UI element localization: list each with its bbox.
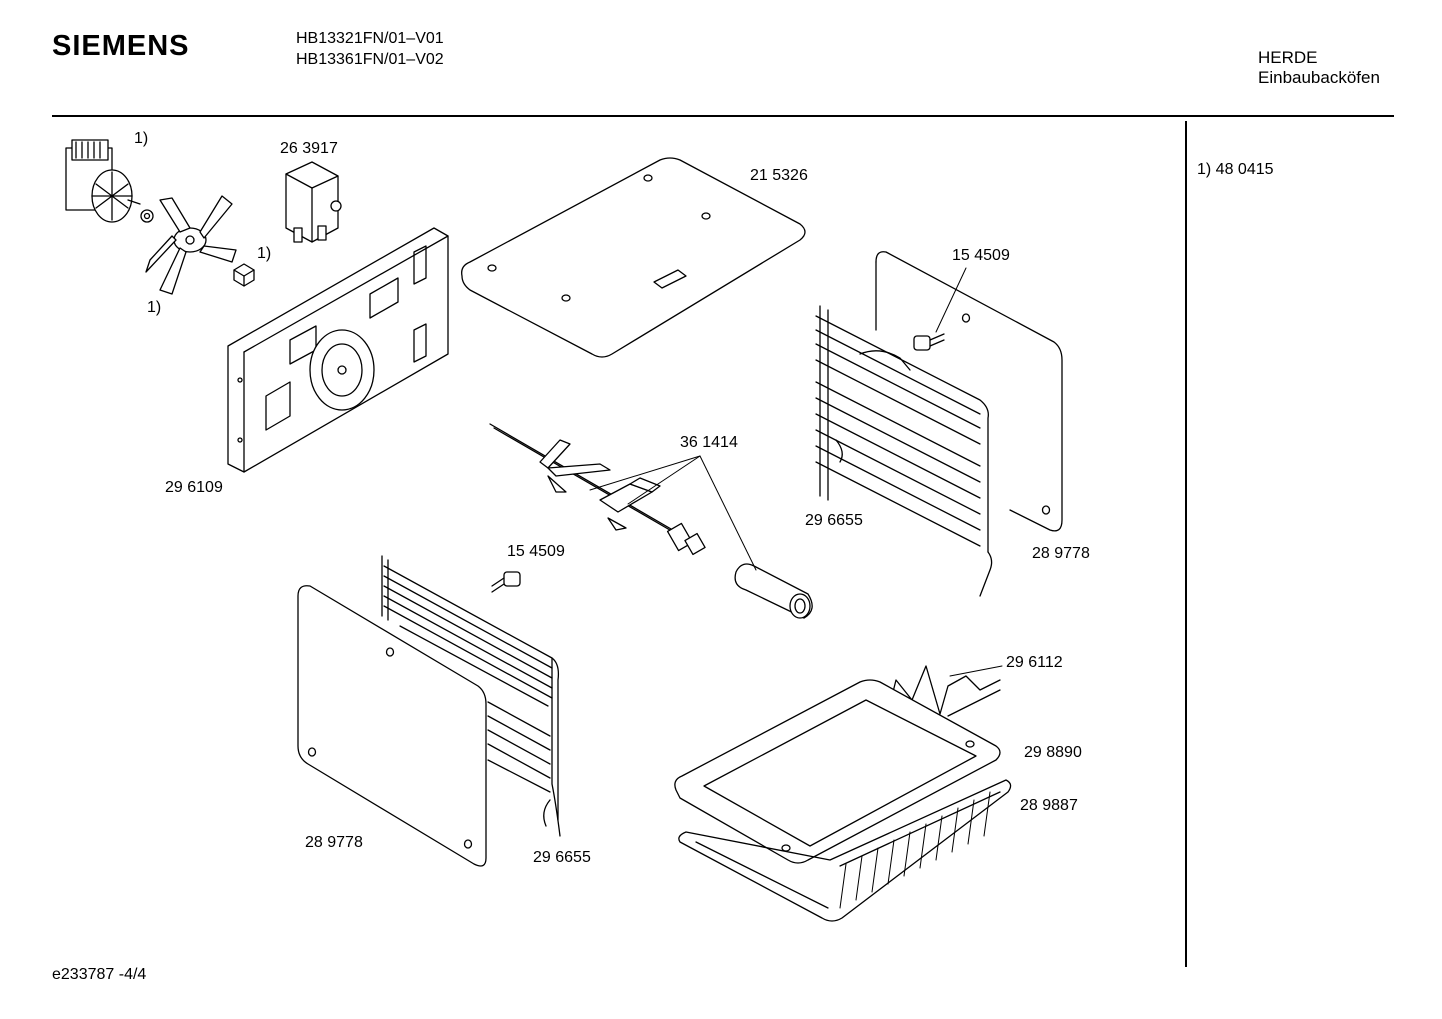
callout-154509-right: 15 4509 — [952, 247, 1010, 264]
nut-part — [234, 264, 254, 286]
screw-right-part — [914, 334, 944, 350]
screw-left-part — [492, 572, 520, 592]
callout-289778-right: 28 9778 — [1032, 545, 1090, 562]
shelf-rack-right-part — [816, 306, 992, 596]
callout-361414: 36 1414 — [680, 434, 738, 451]
brand-logo: SIEMENS — [52, 30, 190, 62]
side-panel-right-part — [876, 252, 1062, 531]
callout-296655-left: 29 6655 — [533, 849, 591, 866]
callout-263917: 26 3917 — [280, 140, 338, 157]
category-title: HERDE — [1258, 48, 1318, 67]
sidebar-divider — [1185, 121, 1187, 967]
leader-lines — [590, 268, 1002, 676]
ceiling-plate-part-215326 — [462, 158, 805, 357]
callout-289887: 28 9887 — [1020, 797, 1078, 814]
shelf-rack-left-part — [382, 556, 560, 836]
footnote-part-number: 1) 48 0415 — [1197, 161, 1274, 178]
model-number-2: HB13361FN/01–V02 — [296, 51, 444, 68]
fan-wheel-part — [146, 196, 236, 294]
callout-footnote-nut: 1) — [257, 245, 272, 262]
rear-wall-part-296109 — [228, 228, 448, 472]
wire-shelf-part — [679, 780, 1011, 921]
header-divider — [52, 115, 1394, 117]
switch-part-263917 — [286, 162, 341, 242]
callout-296112: 29 6112 — [1006, 654, 1063, 671]
fan-motor-part — [66, 140, 153, 222]
callout-289778-left: 28 9778 — [305, 834, 363, 851]
side-panel-left-part — [298, 586, 486, 866]
category-subtitle: Einbaubacköfen — [1258, 68, 1380, 87]
callout-298890: 29 8890 — [1024, 744, 1082, 761]
callout-154509-left: 15 4509 — [507, 543, 565, 560]
callout-footnote-motor: 1) — [134, 130, 149, 147]
rotisserie-spit-part — [490, 424, 705, 554]
callout-296109: 29 6109 — [165, 479, 223, 496]
document-id: e233787 -4/4 — [52, 966, 147, 983]
spit-handle-part — [735, 564, 812, 618]
callout-215326: 21 5326 — [750, 167, 808, 184]
model-number-1: HB13321FN/01–V01 — [296, 30, 444, 47]
baking-tray-part — [675, 680, 1000, 863]
callout-296655-right: 29 6655 — [805, 512, 863, 529]
callout-footnote-fan: 1) — [147, 299, 162, 316]
